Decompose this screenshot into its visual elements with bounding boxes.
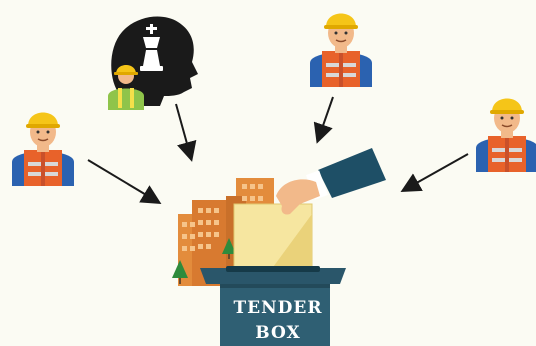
ballot-box-label-line2: BOX	[255, 323, 301, 343]
arrow-strategist	[175, 103, 197, 162]
arrow-top-right-worker	[313, 96, 334, 144]
chess-king-icon	[140, 24, 163, 71]
ballot-box-icon	[200, 266, 346, 346]
arrow-far-right-worker	[400, 153, 469, 192]
arrows	[87, 96, 469, 205]
ballot-box-label-line1: TENDER	[233, 298, 323, 318]
strategist-head-icon	[111, 16, 198, 106]
worker-far-right-icon	[476, 98, 536, 172]
tender-paper-icon	[233, 203, 313, 275]
small-worker-icon	[108, 65, 144, 110]
hand-icon	[276, 148, 386, 215]
worker-left-icon	[12, 112, 74, 186]
arrow-left-worker	[87, 159, 162, 205]
worker-top-right-icon	[310, 13, 372, 87]
